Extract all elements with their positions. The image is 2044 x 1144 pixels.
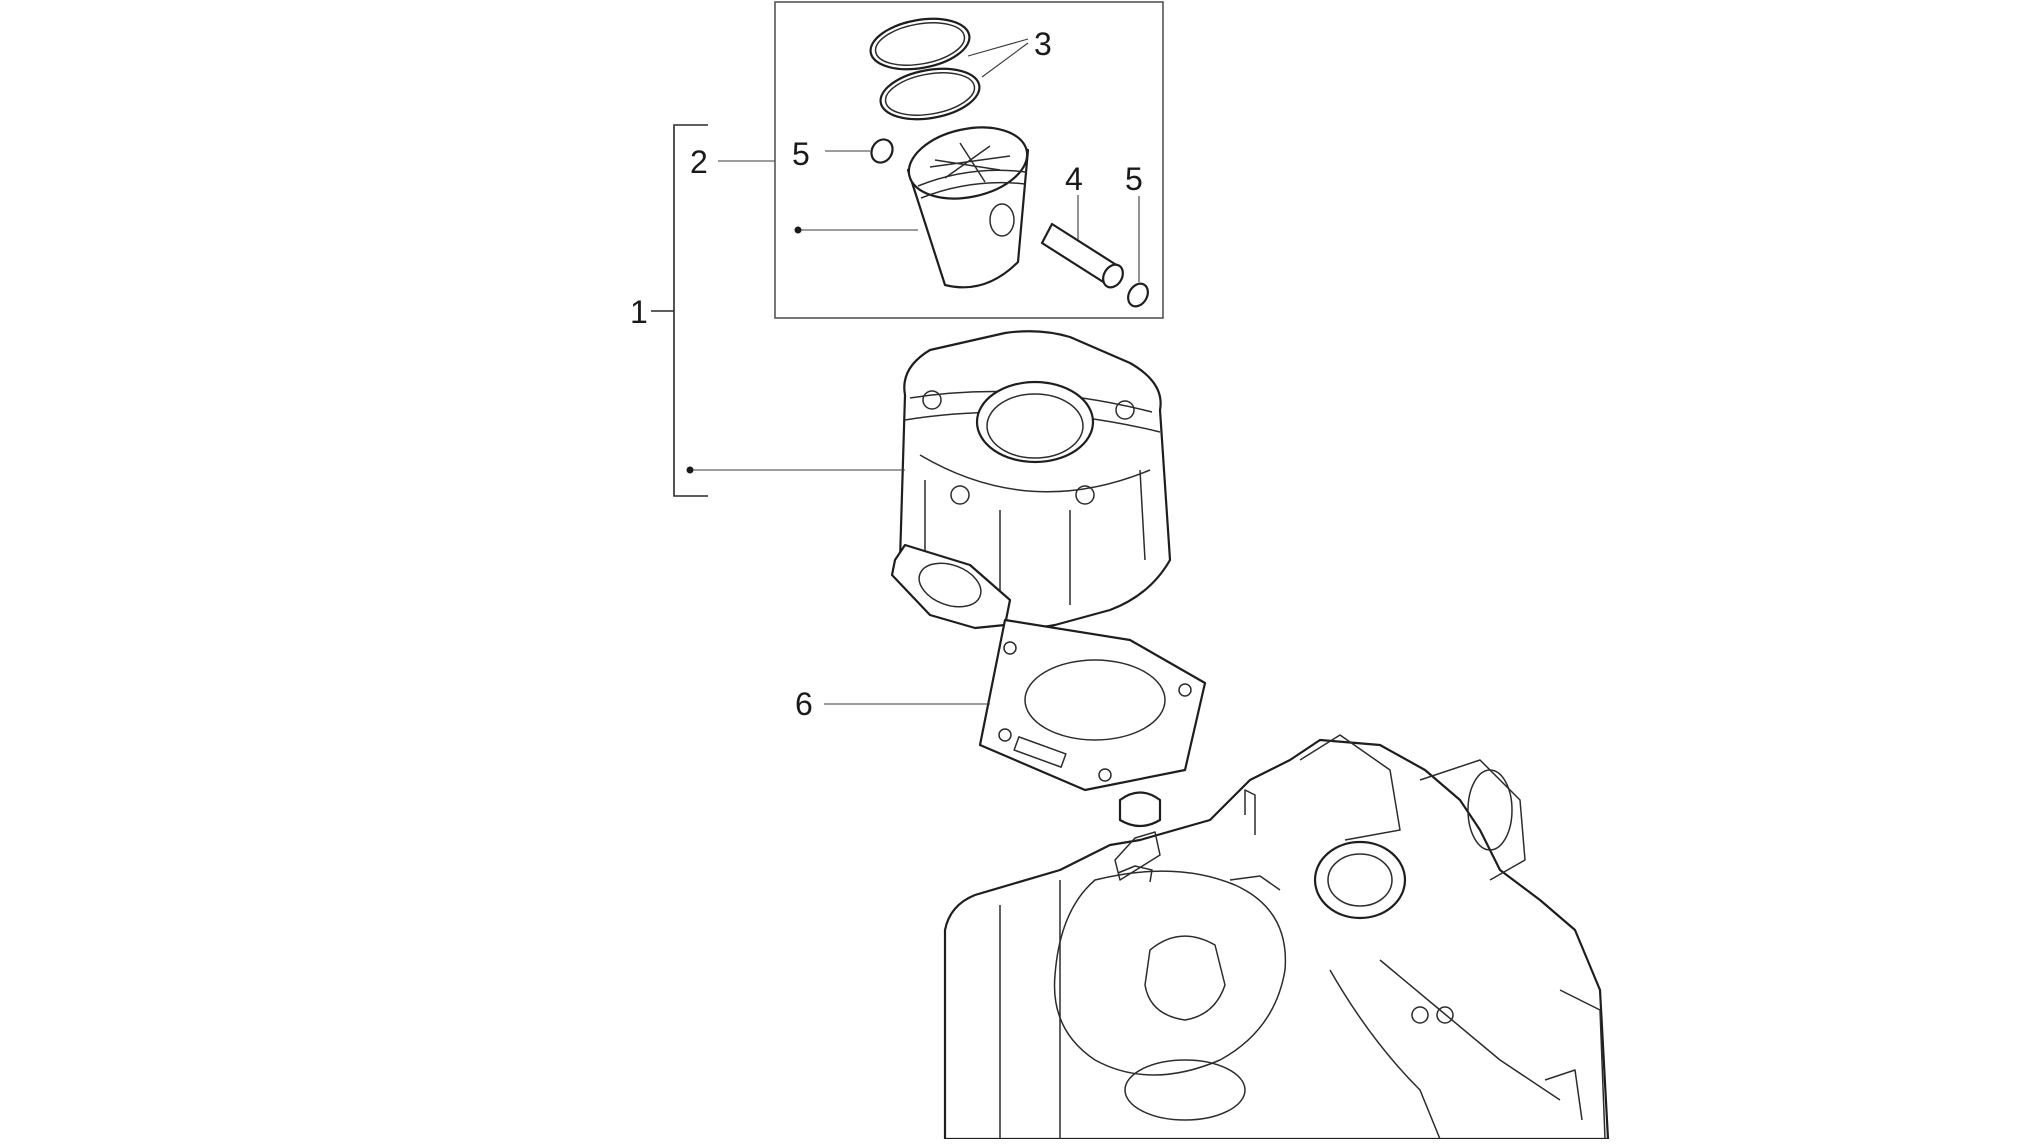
assembly-bracket-1: [651, 124, 708, 497]
piston-pin-icon[interactable]: [1040, 195, 1127, 291]
piston-icon[interactable]: [794, 117, 1034, 289]
callout-4: 4: [1065, 161, 1083, 197]
callout-6: 6: [795, 686, 813, 722]
engine-crankcase-icon[interactable]: [943, 734, 1610, 1141]
piston-kit-box: [774, 1, 1164, 319]
callout-2: 2: [690, 144, 708, 180]
cylinder-base-gasket-icon[interactable]: [824, 618, 1207, 792]
cylinder-icon[interactable]: [686, 330, 1172, 630]
callout-3: 3: [1034, 26, 1052, 62]
circlip-icon[interactable]: [1124, 196, 1152, 310]
circlip-icon[interactable]: [825, 136, 897, 167]
piston-rings-icon[interactable]: [867, 12, 1029, 127]
callout-5-right: 5: [1125, 161, 1143, 197]
callout-1: 1: [630, 294, 648, 330]
callout-5-left: 5: [792, 136, 810, 172]
